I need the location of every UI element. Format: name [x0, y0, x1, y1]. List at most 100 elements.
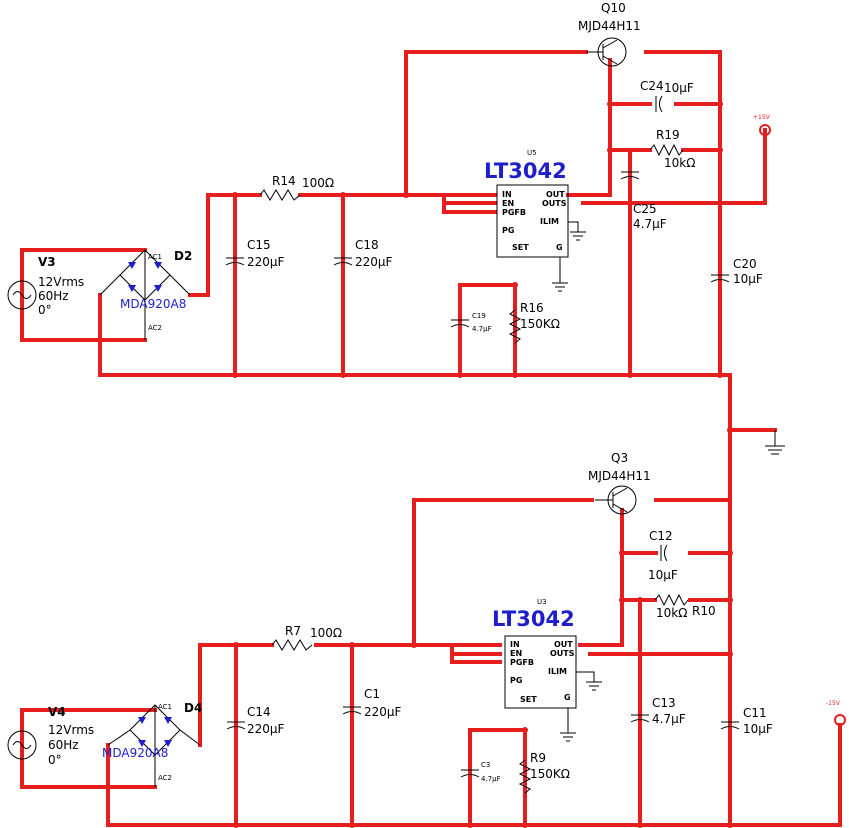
c3-ref: C3 [481, 761, 490, 769]
capacitor-c20: C20 10µF [710, 257, 763, 286]
ground-icon [765, 430, 785, 455]
u5-pin-en: EN [502, 199, 514, 208]
upper-wires [20, 50, 777, 792]
u3-pin-pgfb: PGFB [510, 658, 534, 667]
c1-ref: C1 [364, 687, 380, 701]
q3-part: MJD44H11 [588, 469, 651, 483]
v3-ref: V3 [38, 255, 56, 269]
r14-ref: R14 [272, 174, 296, 188]
rail-terminal-plus15: +15V [753, 114, 771, 136]
d4-ref: D4 [184, 701, 202, 715]
u3-part: LT3042 [492, 607, 575, 631]
c15-ref: C15 [247, 238, 271, 252]
d4-ac1: AC1 [158, 703, 172, 711]
r16-ref: R16 [520, 301, 544, 315]
c11-value: 10µF [743, 722, 773, 736]
c19-value: 4.7µF [472, 325, 492, 333]
resistor-r19: R19 10kΩ [649, 128, 695, 170]
u5-pin-pgfb: PGFB [502, 208, 526, 217]
rail-terminal-minus15: -15V [826, 700, 846, 726]
v3-voltage: 12Vrms [38, 275, 84, 289]
v4-phase: 0° [48, 753, 62, 767]
u5-pin-out: OUT [546, 190, 565, 199]
u5-pin-g: G [556, 243, 563, 252]
capacitor-c3: C3 4.7µF [460, 761, 501, 783]
capacitor-c24: C24 10µF [640, 79, 694, 113]
d2-ac1: AC1 [148, 253, 162, 261]
c12-ref: C12 [649, 529, 673, 543]
resistor-r9: R9 150KΩ [518, 751, 570, 794]
c24-value: 10µF [664, 81, 694, 95]
resistor-r7: R7 100Ω [271, 624, 342, 651]
u3-ref: U3 [537, 598, 547, 606]
u3-pin-in: IN [510, 640, 520, 649]
r7-ref: R7 [285, 624, 301, 638]
resistor-r14: R14 100Ω [259, 174, 334, 201]
c20-value: 10µF [733, 272, 763, 286]
u5-pin-ilim: ILIM [540, 217, 559, 226]
u3-pin-out: OUT [554, 640, 573, 649]
c1-value: 220µF [364, 705, 402, 719]
d2-part: MDA920A8 [120, 297, 186, 311]
c15-value: 220µF [247, 255, 285, 269]
plus15-label: +15V [753, 114, 771, 121]
capacitor-c14: C14 220µF [226, 705, 285, 736]
transistor-q3: Q3 MJD44H11 [588, 451, 651, 515]
d2-ac2: AC2 [148, 324, 162, 332]
lower-junctions [233, 550, 733, 828]
u3-pin-pg: PG [510, 676, 522, 685]
capacitor-c12: C12 10µF [648, 529, 678, 582]
v4-voltage: 12Vrms [48, 723, 94, 737]
upper-junctions [232, 101, 733, 433]
resistor-r16: R16 150KΩ [508, 301, 560, 344]
ac-source-v4: V4 12Vrms 60Hz 0° [7, 705, 94, 767]
c11-ref: C11 [743, 706, 767, 720]
u5-pin-in: IN [502, 190, 512, 199]
d2-ref: D2 [174, 249, 192, 263]
c18-ref: C18 [355, 238, 379, 252]
r16-value: 150KΩ [520, 317, 560, 331]
ac-source-v3: V3 12Vrms 60Hz 0° [7, 255, 84, 317]
transistor-q10: Q10 MJD44H11 [578, 1, 641, 67]
lower-circuit: V4 12Vrms 60Hz 0° AC1 AC2 D4 MDA920A8 R7… [7, 451, 846, 828]
d4-ac2: AC2 [158, 774, 172, 782]
c13-value: 4.7µF [652, 712, 686, 726]
r9-ref: R9 [530, 751, 546, 765]
regulator-u5: U5 LT3042 IN EN PGFB PG SET OUT OUTS ILI… [484, 149, 586, 292]
u3-pin-set: SET [520, 695, 537, 704]
u5-part: LT3042 [484, 159, 567, 183]
resistor-r10: R10 10kΩ [654, 593, 716, 620]
r9-value: 150KΩ [530, 767, 570, 781]
capacitor-c11: C11 10µF [720, 706, 773, 736]
q10-part: MJD44H11 [578, 19, 641, 33]
u5-pin-set: SET [512, 243, 529, 252]
r14-value: 100Ω [302, 176, 334, 190]
lower-wires [20, 498, 842, 827]
c3-value: 4.7µF [481, 775, 501, 783]
r7-value: 100Ω [310, 626, 342, 640]
capacitor-c15: C15 220µF [225, 238, 285, 269]
v3-freq: 60Hz [38, 289, 69, 303]
bridge-rectifier-d2: AC1 AC2 D2 MDA920A8 [99, 249, 192, 340]
bridge-rectifier-d4: AC1 AC2 D4 MDA920A8 [102, 701, 202, 787]
q3-ref: Q3 [611, 451, 628, 465]
c14-value: 220µF [247, 722, 285, 736]
r10-ref: R10 [692, 604, 716, 618]
u3-pin-ilim: ILIM [548, 667, 567, 676]
c24-ref: C24 [640, 79, 664, 93]
r19-ref: R19 [656, 128, 680, 142]
v3-phase: 0° [38, 303, 52, 317]
capacitor-c1: C1 220µF [342, 687, 402, 719]
c20-ref: C20 [733, 257, 757, 271]
regulator-u3: U3 LT3042 IN EN PGFB PG SET OUT OUTS ILI… [492, 598, 602, 742]
upper-circuit: V3 12Vrms 60Hz 0° AC1 AC2 D2 MDA920A8 R1… [7, 1, 785, 792]
capacitor-c13: C13 4.7µF [630, 696, 686, 726]
u3-pin-g: G [564, 693, 571, 702]
c13-ref: C13 [652, 696, 676, 710]
c25-value: 4.7µF [633, 217, 667, 231]
u5-pin-pg: PG [502, 226, 514, 235]
u3-pin-outs: OUTS [550, 649, 575, 658]
c25-ref: C25 [633, 202, 657, 216]
r19-value: 10kΩ [664, 156, 695, 170]
